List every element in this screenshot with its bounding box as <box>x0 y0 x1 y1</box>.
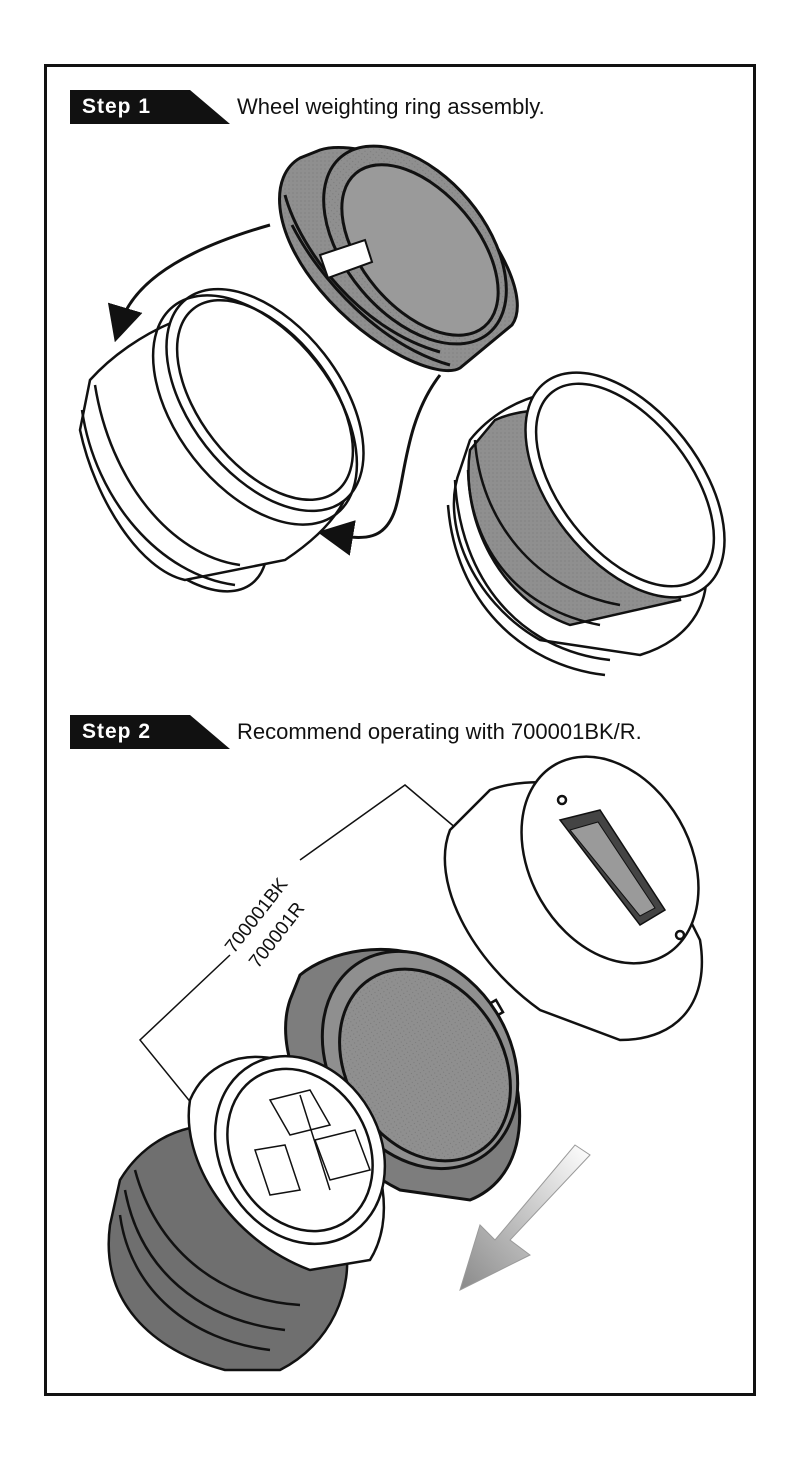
wheel-plain <box>78 287 365 593</box>
step-1-header: Step 1 Wheel weighting ring assembly. <box>70 90 545 124</box>
curved-arrow-left <box>107 223 271 343</box>
part-label-leaders <box>138 784 471 1121</box>
instruction-panel-frame <box>44 64 756 1396</box>
hub-cap <box>443 755 704 1042</box>
step-2-label: Step 2 <box>82 720 152 743</box>
step-1-caption: Wheel weighting ring assembly. <box>237 94 545 119</box>
step-2-caption: Recommend operating with 700001BK/R. <box>237 719 642 744</box>
step-1-label: Step 1 <box>82 95 152 118</box>
step-1-badge: Step 1 <box>70 90 230 124</box>
step-2-badge: Step 2 <box>70 715 230 749</box>
weighting-ring <box>278 144 519 373</box>
step-2-header: Step 2 Recommend operating with 700001BK… <box>70 715 642 749</box>
assembly-direction-arrow <box>459 1144 591 1291</box>
wheel-with-weighting-ring <box>446 371 726 677</box>
curved-arrow-bottom <box>317 374 442 556</box>
wheel-assembly <box>107 1054 387 1372</box>
